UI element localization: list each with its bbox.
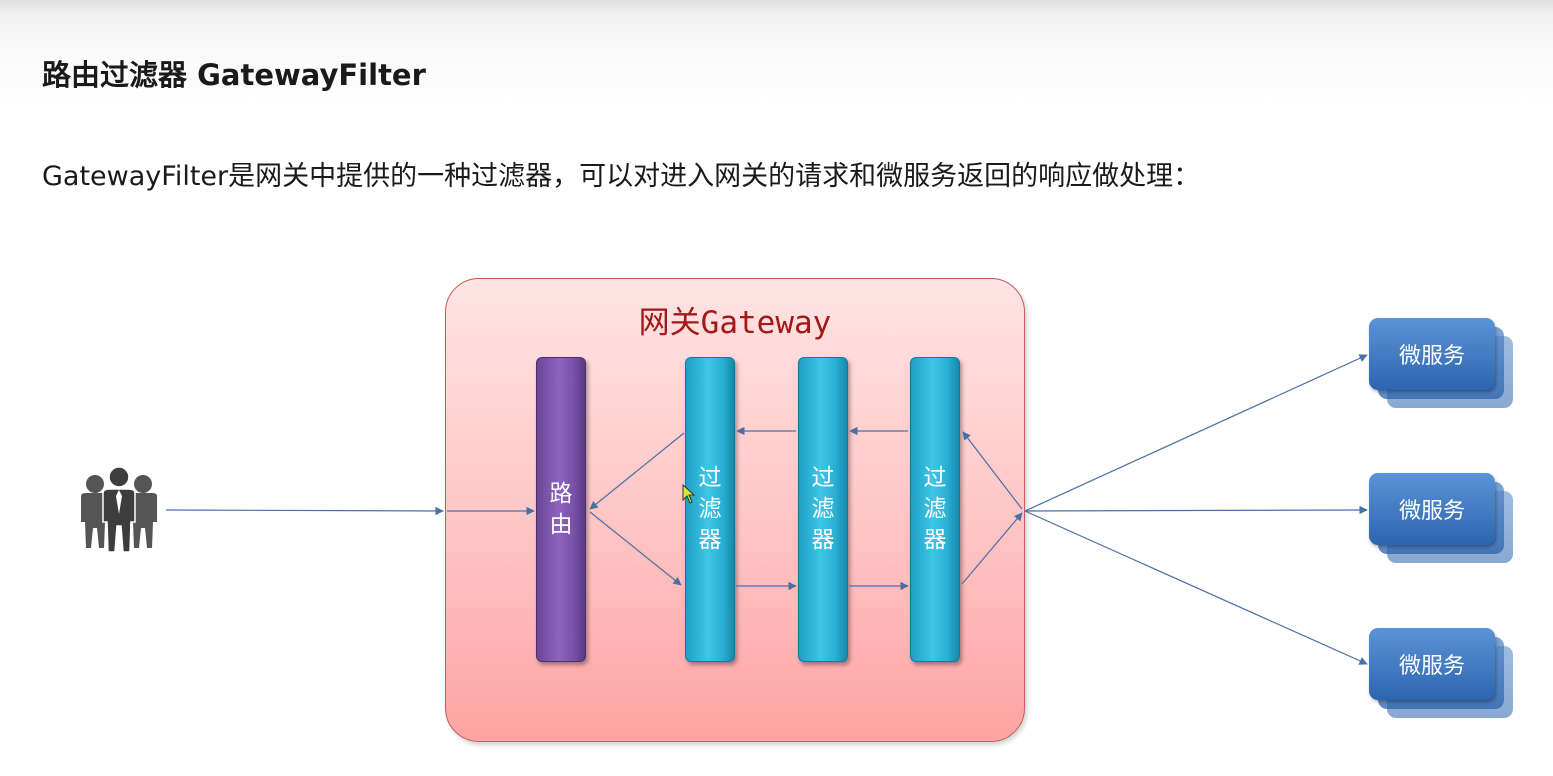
arrow-client-to-gateway	[165, 506, 444, 516]
arrow-to-service-3	[1024, 510, 1368, 665]
microservice-box: 微服务	[1369, 473, 1495, 545]
route-bar: 路由	[536, 357, 586, 662]
microservice-stack-3: 微服务	[1369, 628, 1517, 722]
filter-label: 过滤器	[811, 465, 835, 553]
filter-bar-3: 过滤器	[910, 357, 960, 662]
microservice-stack-1: 微服务	[1369, 318, 1517, 412]
filter-bar-1: 过滤器	[685, 357, 735, 662]
title-banner	[0, 0, 1553, 118]
route-label: 路由	[549, 480, 573, 538]
filter-label: 过滤器	[698, 465, 722, 553]
users-group-icon	[81, 466, 157, 553]
mouse-cursor-icon	[682, 484, 696, 504]
microservice-box: 微服务	[1369, 628, 1495, 700]
gateway-label: 网关Gateway	[638, 305, 832, 341]
arrow-to-service-2	[1024, 505, 1368, 515]
filter-bar-2: 过滤器	[798, 357, 848, 662]
microservice-stack-2: 微服务	[1369, 473, 1517, 567]
microservice-box: 微服务	[1369, 318, 1495, 390]
page-description: GatewayFilter是网关中提供的一种过滤器，可以对进入网关的请求和微服务…	[42, 161, 1201, 192]
filter-label: 过滤器	[923, 465, 947, 553]
arrow-to-service-1	[1024, 354, 1368, 512]
page-title: 路由过滤器 GatewayFilter	[42, 58, 426, 92]
